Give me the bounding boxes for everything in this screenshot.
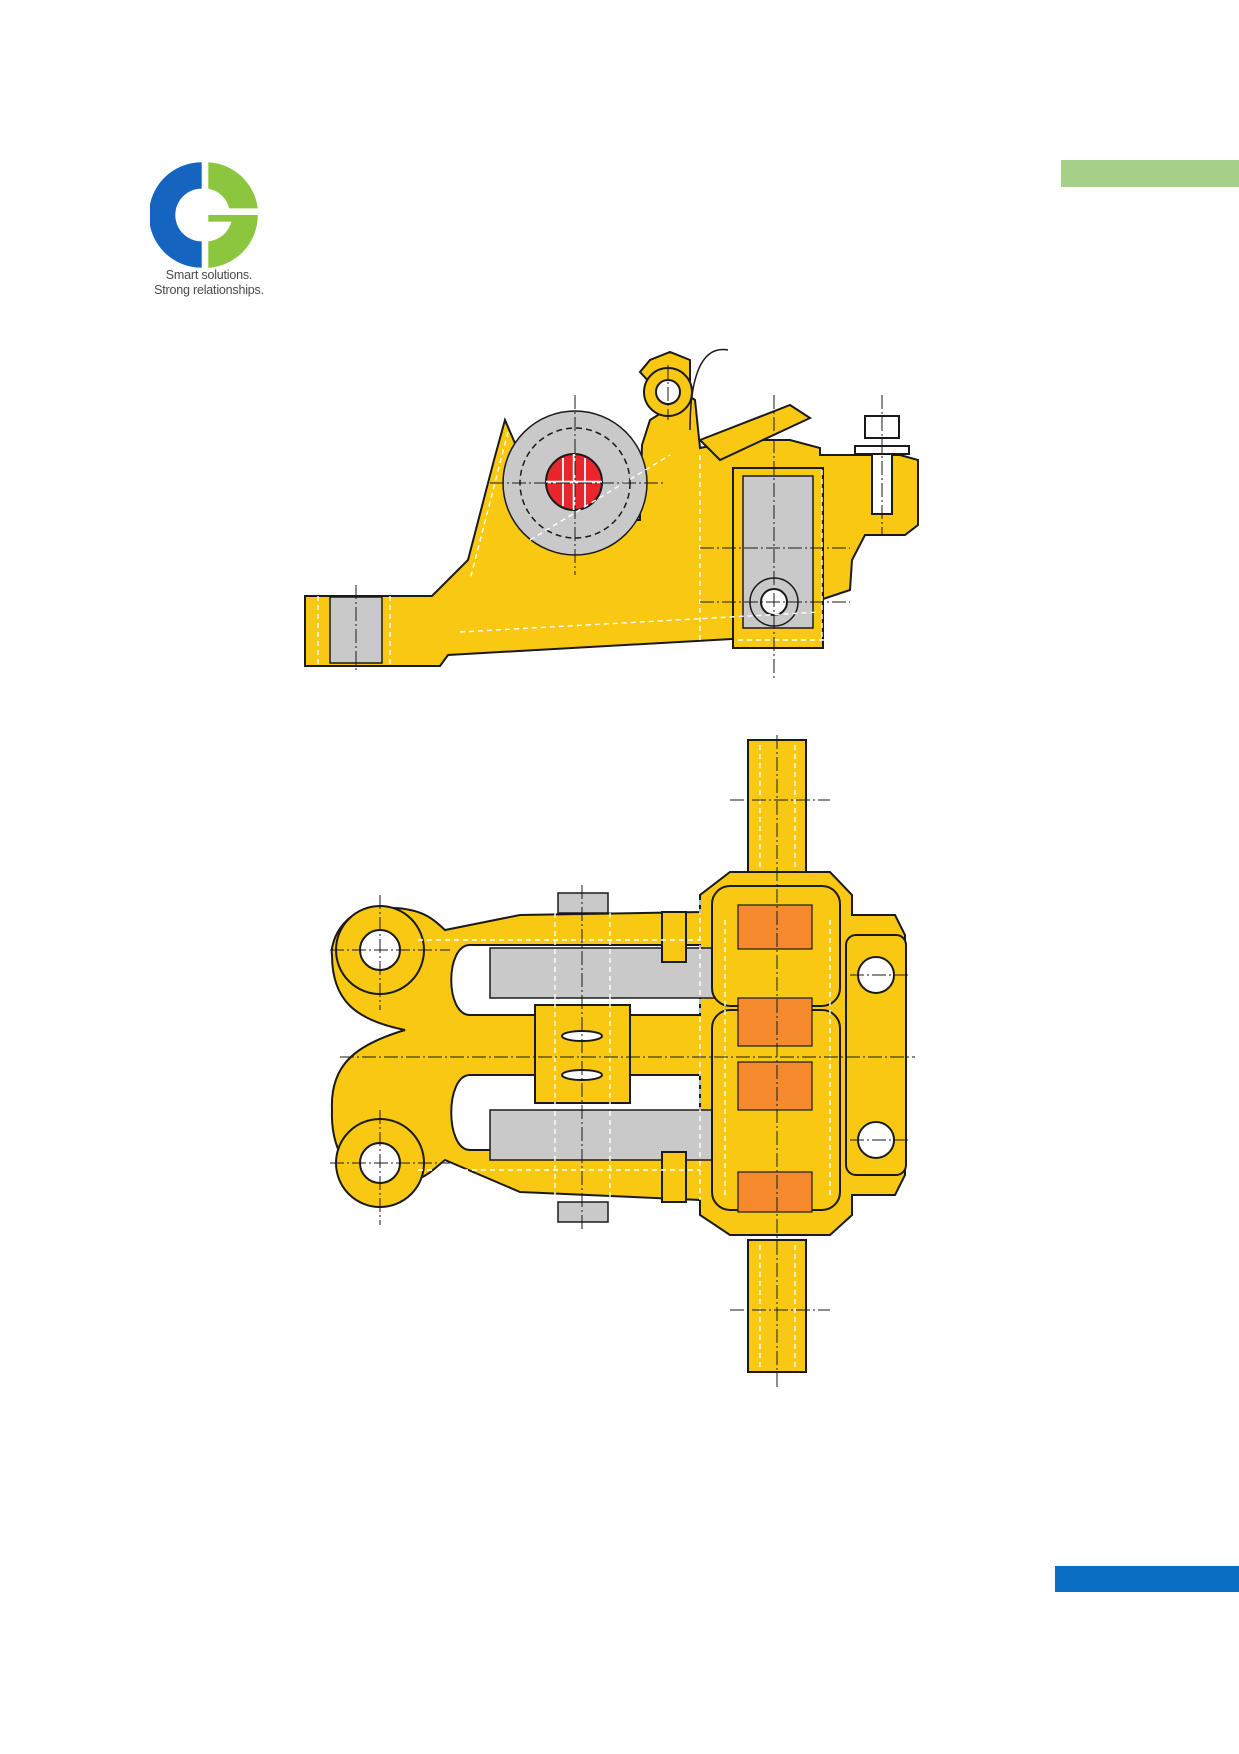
cg-logo [150,162,258,268]
right-clamp-plate [845,934,907,1176]
retaining-spring-hook [689,348,729,431]
upper-small-key [661,911,687,963]
bottom-stem [747,1239,807,1373]
top-pin-cap [557,892,609,914]
lower-small-key [661,1151,687,1203]
tagline-line-2: Strong relationships. [154,283,264,297]
accent-bar-green [1061,160,1239,187]
plan-view [330,735,915,1390]
logo-g-lower [208,215,258,268]
orange-pad-2 [737,997,813,1047]
tagline-line-1: Smart solutions. [165,268,253,282]
logo-g-shape [208,162,258,209]
side-elevation-view [304,348,919,680]
angled-clip [698,403,813,462]
orange-pad-1 [737,904,813,950]
brand-tagline: Smart solutions. Strong relationships. [134,268,284,298]
orange-pad-4 [737,1171,813,1213]
bottom-pin-cap [557,1201,609,1223]
logo-c-shape [150,162,202,268]
accent-bar-blue [1055,1566,1239,1592]
orange-pad-3 [737,1061,813,1111]
